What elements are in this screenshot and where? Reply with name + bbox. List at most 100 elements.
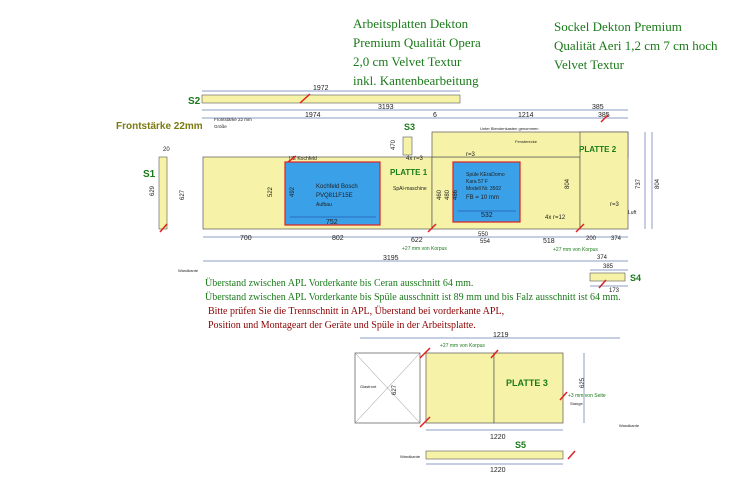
dim-554: 554 (480, 239, 491, 245)
dim-3195: 3195 (383, 255, 399, 262)
dim-20: 20 (163, 147, 170, 153)
dim-top-6: 6 (433, 112, 437, 119)
small-wandkante2: Wandkante (619, 423, 640, 428)
header-right: Sockel Dekton Premium Qualität Aeri 1,2 … (554, 17, 718, 74)
small-obenliegend: Unter Blendenkasten genommen (480, 126, 538, 131)
small-seite: +3 mm von Seite (568, 393, 606, 399)
header-left-line2: Premium Qualität Opera (353, 35, 481, 50)
dim-480: 480 (445, 189, 451, 200)
dim-1974: 1974 (305, 112, 321, 119)
frontstaerke-label: Frontstärke 22mm (116, 121, 203, 132)
dim-r3a: 4x r=3 (406, 156, 424, 162)
note-check-1: Bitte prüfen Sie die Trennschnitt in APL… (208, 306, 505, 317)
kochfeld-line1: Kochfeld Bosch (316, 184, 358, 190)
small-fensterecke: Fensterecke (515, 139, 538, 144)
dim-374: 374 (611, 236, 622, 242)
dim-s2: 1972 (313, 85, 329, 92)
dim-629: 629 (150, 185, 156, 196)
dim-r12: 4x r=12 (545, 215, 566, 221)
kochfeld-line3: Aufbau (316, 202, 332, 208)
s5-label: S5 (515, 440, 526, 450)
red-mark-s1 (159, 223, 168, 233)
dim-518: 518 (543, 238, 555, 245)
header-left-line3: 2,0 cm Velvet Textur (353, 54, 462, 69)
dim-700: 700 (240, 235, 252, 242)
platte-2-label: PLATTE 2 (579, 145, 617, 154)
note-check-2: Position und Montageart der Geräte und S… (208, 320, 476, 331)
spuele-line2: Kara 57 F (466, 179, 488, 185)
platte-3-right (493, 352, 564, 424)
small-luft: Luft (628, 210, 637, 216)
red-mark-p3c (490, 349, 499, 359)
note-spuele: Überstand zwischen APL Vorderkante bis S… (205, 292, 621, 303)
dim-470: 470 (391, 139, 397, 150)
small-glasfront: Glasfront (360, 384, 377, 389)
dim-top-total: 3193 (378, 104, 394, 111)
sockel-s5 (425, 450, 564, 460)
s2-label: S2 (188, 96, 201, 107)
dim-492: 492 (290, 186, 296, 197)
s1-label: S1 (143, 169, 156, 180)
note-ceran: Überstand zwischen APL Vorderkante bis C… (205, 278, 474, 289)
small-frontstaerke: Frontstärke 22 mm (214, 117, 252, 122)
small-spuelmaschine: SpAl-maschine (393, 186, 427, 192)
header-right-line3: Velvet Textur (554, 57, 624, 72)
cross-line-2 (354, 352, 421, 424)
spuele-cutout (452, 161, 521, 223)
red-mark-kochfeld (287, 155, 297, 163)
spuele-line1: Spüle KEraDomo (466, 172, 505, 178)
header-right-line1: Sockel Dekton Premium (554, 19, 682, 34)
dim-top-385b: 385 (598, 112, 610, 119)
s3-label: S3 (404, 122, 415, 132)
header-right-line2: Qualität Aeri 1,2 cm 7 cm hoch (554, 38, 718, 53)
small-groesse: Größe (214, 124, 227, 129)
small-korpus2: +27 mm von Korpus (553, 247, 598, 253)
dim-200: 200 (586, 236, 597, 242)
platte-3-label: PLATTE 3 (506, 378, 548, 388)
dim-522: 522 (268, 186, 274, 197)
dim-622: 622 (411, 237, 423, 244)
dim-550: 550 (478, 232, 489, 238)
dim-532: 532 (481, 212, 493, 219)
kochfeld-line2: PVQ811F15E (316, 193, 353, 199)
platte-3-left (425, 352, 495, 424)
platte-2-slab (579, 131, 629, 230)
spuele-line4: FB = 10 mm (466, 195, 499, 201)
red-mark-s4 (598, 279, 607, 289)
dim-top-1214: 1214 (518, 112, 534, 119)
dim-625: 625 (580, 377, 586, 388)
dim-385: 385 (603, 264, 614, 270)
dim-804: 804 (565, 178, 571, 189)
dim-752: 752 (326, 219, 338, 226)
red-mark-p3d (559, 391, 568, 401)
dim-1220b: 1220 (490, 467, 506, 474)
small-korpus3: +27 mm von Korpus (440, 343, 485, 349)
sockel-s1 (158, 156, 168, 230)
dim-1219: 1219 (493, 332, 509, 339)
red-mark-p3a (419, 347, 431, 359)
dim-804b: 804 (655, 178, 661, 189)
small-ue-kochfeld: UE Kochfeld (289, 156, 317, 162)
sockel-s4 (589, 272, 626, 282)
sockel-s3 (402, 136, 413, 156)
small-korpus1: +27 mm von Korpus (402, 246, 447, 252)
red-mark-s2 (299, 93, 311, 104)
small-wandkante3: Wandkante (400, 454, 421, 459)
small-stange: Stange (570, 401, 583, 406)
dim-627: 627 (180, 189, 186, 200)
dim-top-385: 385 (592, 104, 604, 111)
dim-627b: 627 (392, 384, 398, 395)
header-left-line1: Arbeitsplatten Dekton (353, 16, 469, 31)
red-mark-p3b (419, 416, 431, 428)
dim-486: 486 (453, 189, 459, 200)
header-left: Arbeitsplatten Dekton Premium Qualität O… (353, 14, 481, 90)
header-left-line4: inkl. Kantenbearbeitung (353, 73, 479, 88)
kochfeld-cutout (284, 161, 381, 226)
platte-1-label: PLATTE 1 (390, 168, 428, 177)
dim-374b: 374 (597, 255, 608, 261)
red-mark-p2 (600, 114, 609, 123)
s4-label: S4 (630, 273, 641, 283)
red-mark-seam (427, 223, 437, 233)
dim-173: 173 (609, 288, 620, 294)
